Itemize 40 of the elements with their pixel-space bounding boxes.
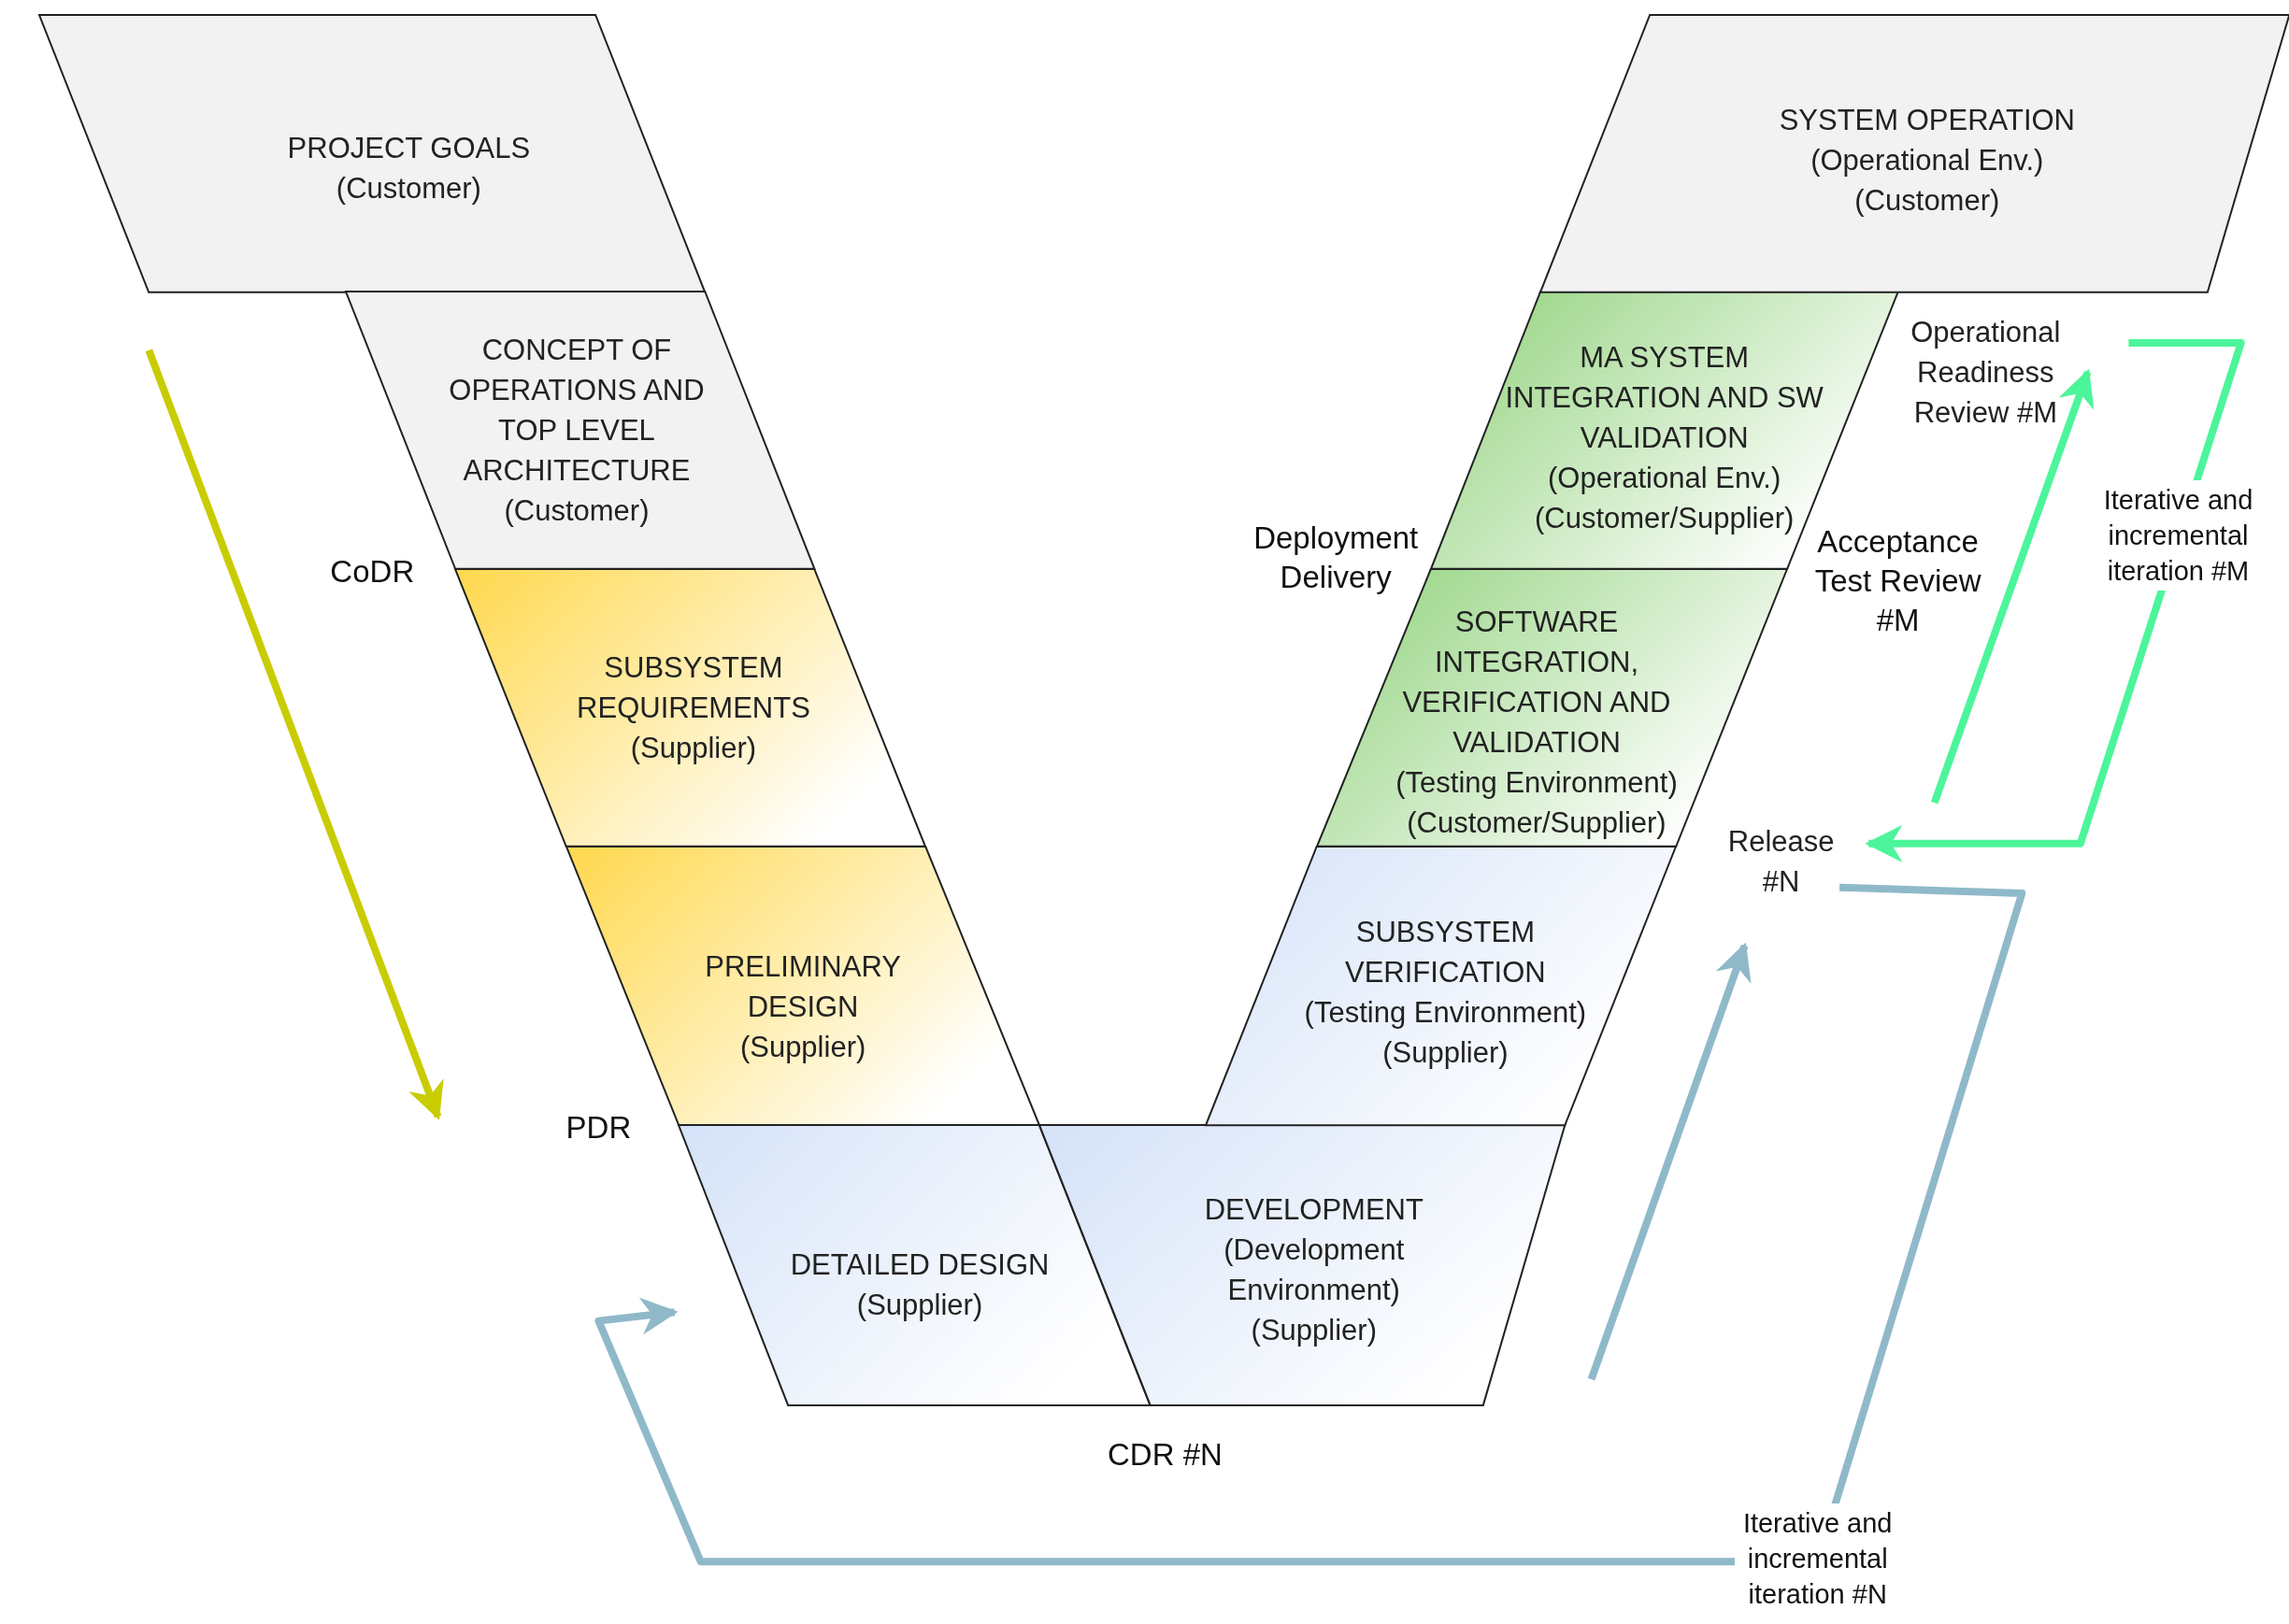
stage-title: DEVELOPMENT	[1204, 1191, 1423, 1228]
stage-title: DETAILED DESIGN	[790, 1246, 1050, 1283]
stage-note: (Customer/Supplier)	[1407, 805, 1667, 842]
milestone-label: CDR #N	[1107, 1436, 1223, 1474]
stage-note: (Development Environment)	[1223, 1232, 1406, 1308]
parallelogram-box	[679, 1125, 1151, 1406]
stage-note: (Operational Env.)	[1810, 143, 2044, 179]
stage-title: MA SYSTEM INTEGRATION AND SW VALIDATION	[1504, 340, 1824, 457]
stage-note: (Supplier)	[1251, 1312, 1377, 1348]
arrow	[594, 883, 2026, 1566]
stage-note: (Customer)	[336, 170, 481, 207]
stage-note: (Operational Env.)	[1548, 461, 1781, 497]
milestone-label: Operational Readiness Review #M	[1910, 314, 2062, 431]
arrow	[1930, 368, 2095, 805]
milestone-label: PDR	[565, 1109, 633, 1147]
stage-note: (Supplier)	[856, 1287, 983, 1323]
milestone-label: Acceptance Test Review #M	[1813, 522, 1982, 639]
stage-title: PRELIMINARY DESIGN	[704, 949, 902, 1026]
milestone-label: Deployment Delivery	[1252, 519, 1420, 596]
stage-note: (Customer)	[1854, 183, 2000, 220]
stage-note: (Supplier)	[739, 1030, 866, 1066]
stage-title: SUBSYSTEM VERIFICATION	[1344, 915, 1547, 991]
stage-note: (Testing Environment)	[1304, 995, 1587, 1032]
arrow	[1587, 942, 1752, 1381]
stage-title: CONCEPT OF OPERATIONS AND TOP LEVEL ARCHITECTURE	[448, 333, 706, 490]
stage-note: (Customer)	[504, 493, 650, 530]
stage-note: (Testing Environment)	[1395, 765, 1678, 802]
milestone-label: Release #N	[1726, 823, 1836, 900]
stage-title: SUBSYSTEM REQUIREMENTS	[576, 650, 811, 727]
parallelogram-box	[1206, 846, 1677, 1126]
stage-title: PROJECT GOALS	[287, 130, 531, 166]
stage-title: SYSTEM OPERATION	[1779, 103, 2075, 139]
parallelogram-box	[39, 14, 706, 292]
parallelogram-box	[455, 569, 926, 847]
parallelogram-box	[1539, 14, 2289, 292]
milestone-label: CoDR	[329, 553, 416, 591]
stage-title: SOFTWARE INTEGRATION, VERIFICATION AND VALIDATION	[1401, 605, 1672, 762]
stage-note: (Supplier)	[630, 731, 757, 767]
stage-note: (Customer/Supplier)	[1534, 501, 1795, 537]
stage-note: (Supplier)	[1382, 1035, 1509, 1072]
